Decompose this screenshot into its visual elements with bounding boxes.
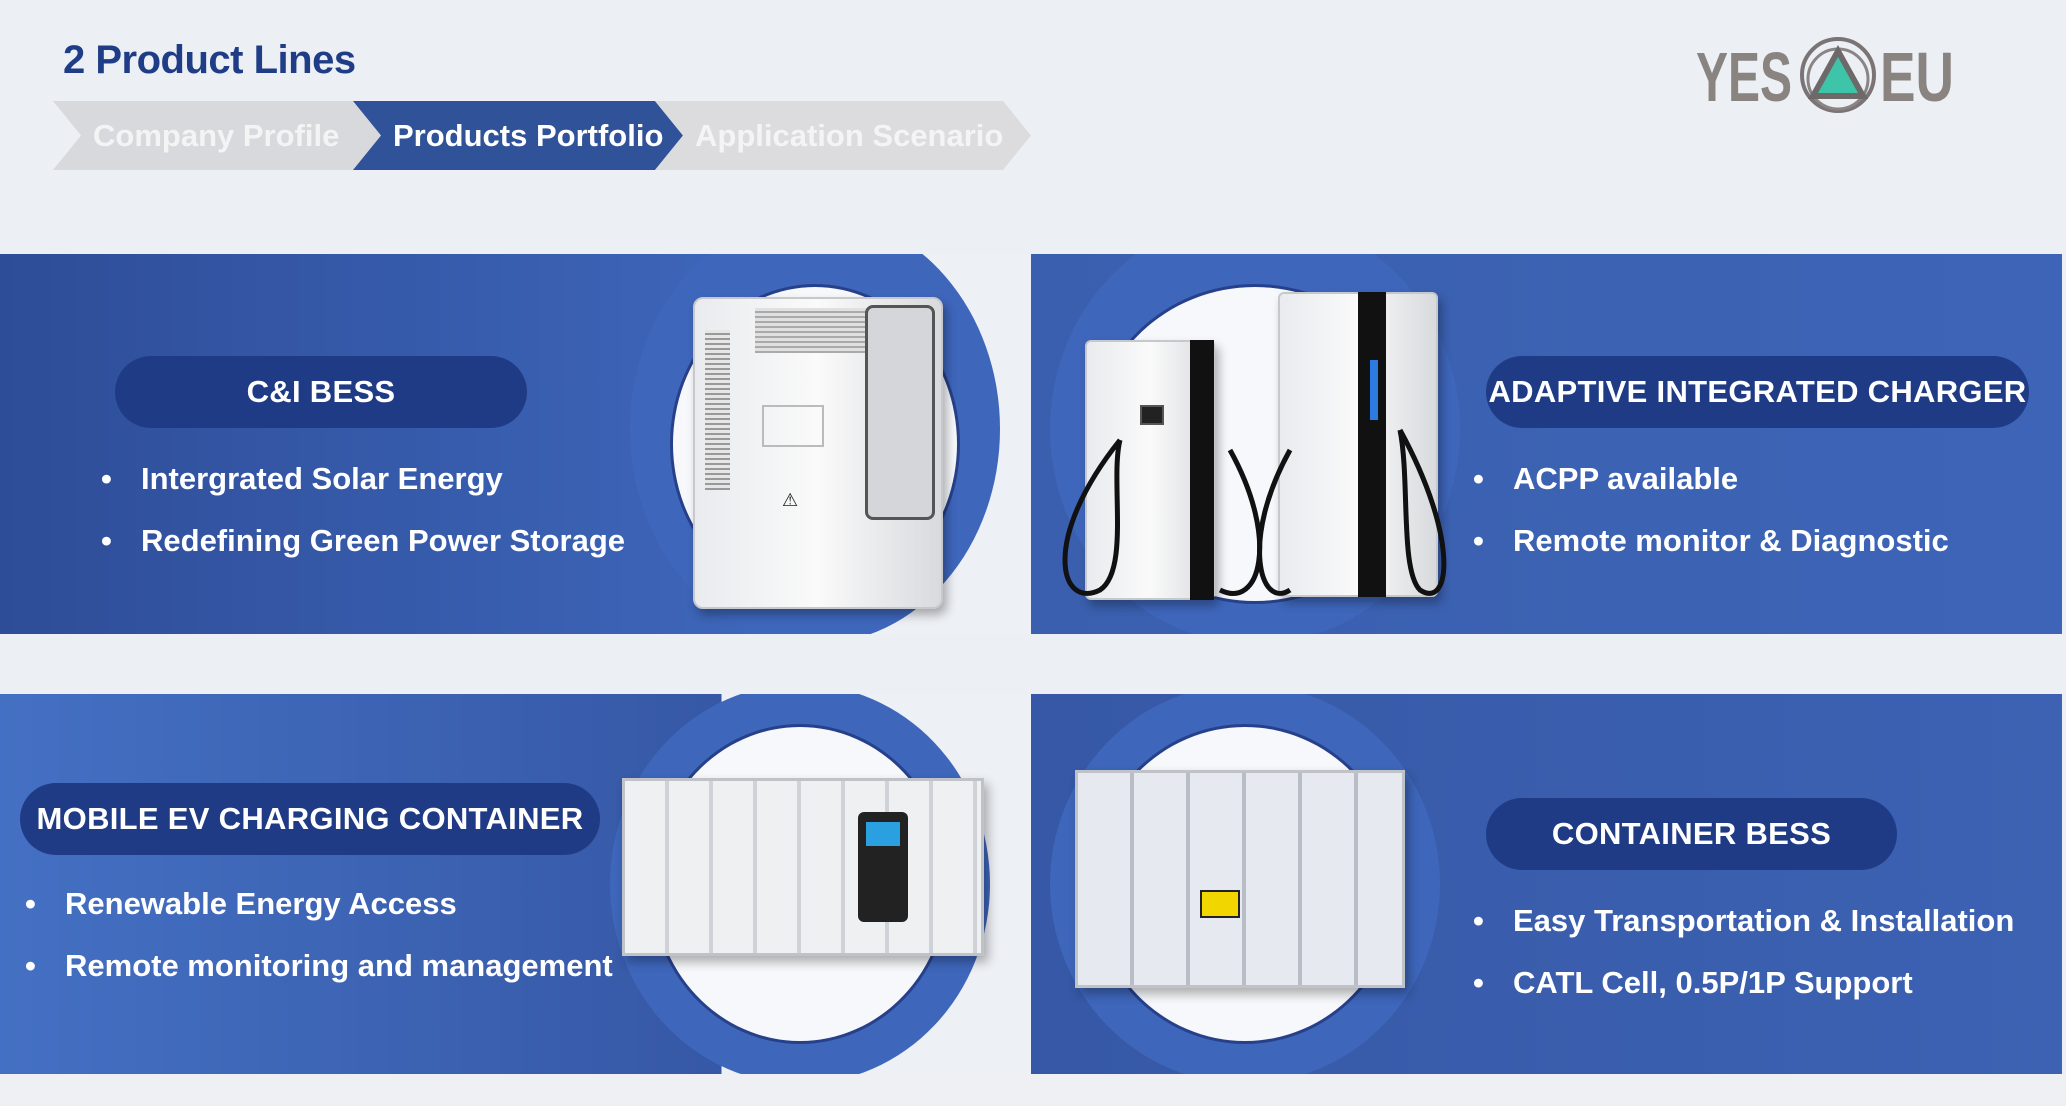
product-title-mobile-container: MOBILE EV CHARGING CONTAINER xyxy=(20,783,600,855)
product-title-adaptive-charger: ADAPTIVE INTEGRATED CHARGER xyxy=(1486,356,2029,428)
bullet-item: Remote monitoring and management xyxy=(25,948,613,984)
product-band-top xyxy=(0,254,2062,634)
breadcrumb-application-scenario[interactable]: Application Scenario xyxy=(655,101,1031,170)
warning-icon: ⚠ xyxy=(782,490,799,510)
breadcrumb-label: Application Scenario xyxy=(695,117,1004,153)
breadcrumb-company-profile[interactable]: Company Profile xyxy=(53,101,383,170)
breadcrumb-products-portfolio[interactable]: Products Portfolio xyxy=(353,101,683,170)
breadcrumb-label: Products Portfolio xyxy=(393,117,664,153)
svg-text:EU: EU xyxy=(1880,38,1954,116)
bullet-item: ACPP available xyxy=(1473,461,1738,497)
footer-strip xyxy=(0,1074,2066,1106)
bullet-item: Easy Transportation & Installation xyxy=(1473,903,2014,939)
bullet-item: Intergrated Solar Energy xyxy=(101,461,503,497)
bullet-item: Renewable Energy Access xyxy=(25,886,457,922)
bullet-item: CATL Cell, 0.5P/1P Support xyxy=(1473,965,1913,1001)
bullet-item: Remote monitor & Diagnostic xyxy=(1473,523,1949,559)
bullet-item: Redefining Green Power Storage xyxy=(101,523,625,559)
breadcrumb-label: Company Profile xyxy=(93,117,340,153)
product-band-bottom xyxy=(0,694,2062,1074)
charging-cable-icon xyxy=(1062,428,1447,596)
product-title-ci-bess: C&I BESS xyxy=(115,356,527,428)
page-title: 2 Product Lines xyxy=(63,38,356,82)
svg-text:YES: YES xyxy=(1696,38,1792,116)
yeseu-logo: YES EU xyxy=(1696,37,1954,116)
product-title-container-bess: CONTAINER BESS xyxy=(1486,798,1897,870)
